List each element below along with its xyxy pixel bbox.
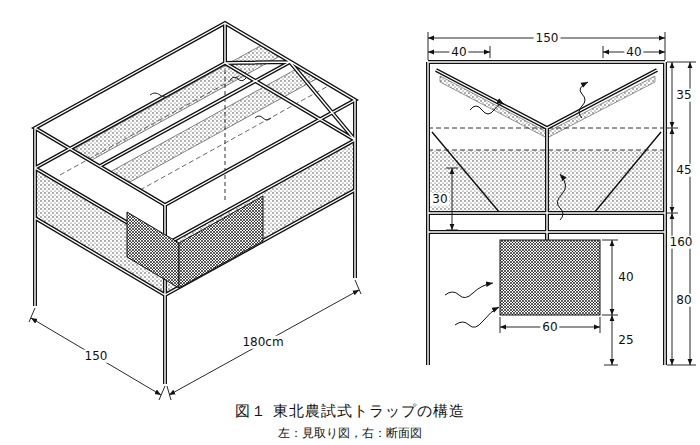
dimension-label: 60 <box>540 321 559 334</box>
dimension-label: 40 <box>624 46 643 59</box>
insect-path <box>579 82 588 118</box>
extension-line <box>428 32 665 60</box>
figure-caption: 図１ 東北農試式トラップの構造 <box>233 404 467 420</box>
dimension-label: 180cm <box>240 336 285 349</box>
extension-line <box>167 280 361 400</box>
insect-path <box>455 307 499 327</box>
dimension-label: 35 <box>674 89 693 102</box>
dimension-line <box>612 315 613 365</box>
collection-box <box>500 240 600 315</box>
dimension-label: 150 <box>83 350 110 363</box>
dimension-label: 150 <box>534 32 561 45</box>
dimension-label: 25 <box>616 334 635 347</box>
frame-tube <box>428 62 665 365</box>
insect-path <box>557 174 565 220</box>
dimension-line <box>169 290 359 395</box>
dimension-line <box>452 168 453 230</box>
dimension-label: 80 <box>674 294 693 307</box>
roof-screen <box>110 67 318 183</box>
dimension-line <box>672 128 673 213</box>
perspective-view <box>29 23 361 400</box>
dimension-label: 40 <box>616 271 635 284</box>
dimension-label: 40 <box>449 46 468 59</box>
dimension-line <box>672 62 673 128</box>
dimension-line <box>690 62 691 365</box>
glass-glint <box>150 77 271 120</box>
frame-tube <box>428 62 665 365</box>
collection-box <box>127 212 179 288</box>
frame-tube <box>35 23 355 384</box>
dimension-label: 45 <box>674 164 693 177</box>
frame-tube <box>35 23 355 384</box>
insect-path <box>470 104 504 114</box>
collection-box <box>179 196 263 288</box>
side-curtain <box>165 140 355 295</box>
extension-line <box>667 62 696 365</box>
view-legend-note: 左：見取り図，右：断面図 <box>276 427 424 440</box>
dimension-line <box>31 318 161 395</box>
dimension-label: 160 <box>668 236 695 249</box>
dimension-label: 30 <box>430 193 449 206</box>
section-view <box>428 32 696 365</box>
insect-path <box>445 283 493 298</box>
extension-line <box>500 240 618 365</box>
dimension-line <box>612 240 613 315</box>
extension-line <box>29 308 165 400</box>
